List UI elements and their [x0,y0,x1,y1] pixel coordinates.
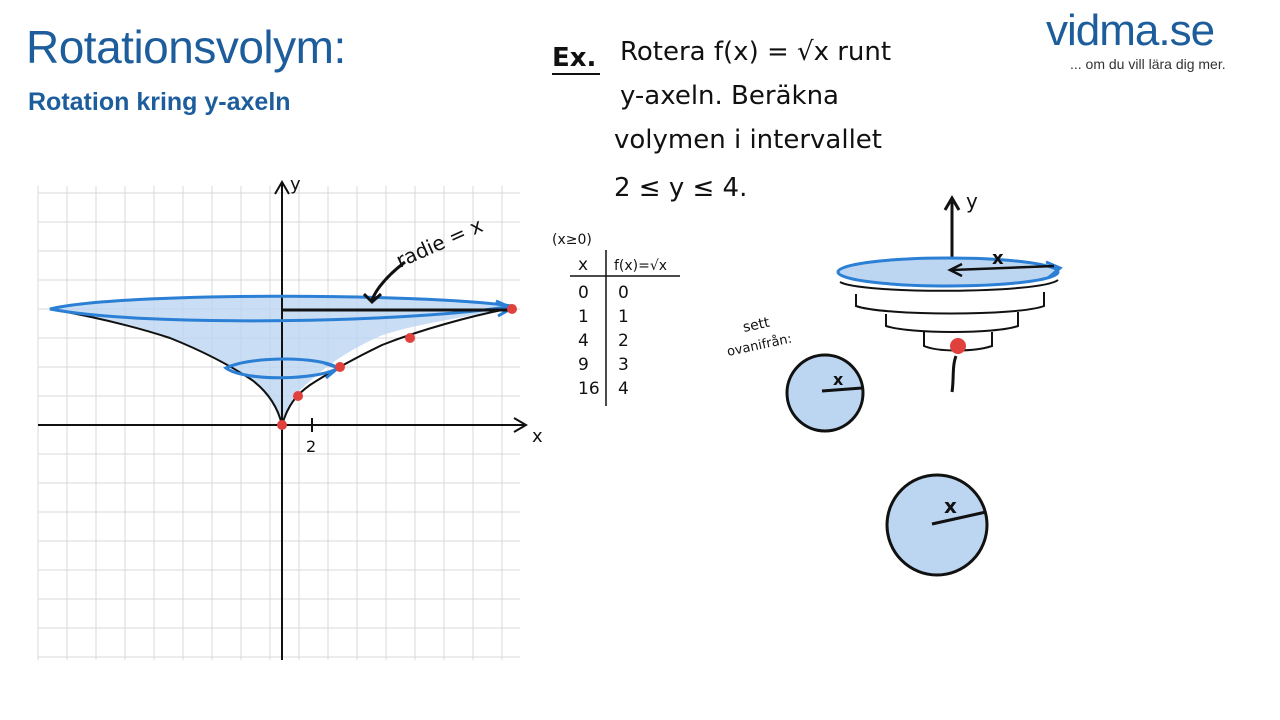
solid-layer-2 [855,292,1045,315]
table-cell-x: 4 [578,331,589,351]
point-9-3 [405,333,415,343]
table-rows: 0 0 1 1 4 2 9 3 16 4 [578,283,629,399]
table-cell-x: 0 [578,283,589,303]
graph-grid [37,186,520,660]
table-cell-f: 4 [618,379,629,399]
y-axis-label: y [290,174,301,195]
large-disk-label: x [944,494,957,518]
solid-radius-label: x [992,248,1004,269]
table-condition: (x≥0) [552,232,592,248]
table-cell-x: 1 [578,307,589,327]
solid-red-point [950,338,966,354]
radius-pointer-arrowhead [362,292,382,305]
small-disk-radius [821,386,863,393]
y-axis-arrowhead [274,180,290,195]
table-cell-x: 16 [578,379,600,399]
solid-lower-axis [950,355,958,393]
page-subtitle: Rotation kring y-axeln [28,88,291,116]
view-note-line-2: ovanifrån: [726,332,794,360]
solid-layer-1 [839,279,1059,292]
brand-logo: vidma.se [1046,6,1215,55]
table-header-x: x [578,255,588,275]
example-line-2: y-axeln. Beräkna [620,81,839,111]
x-axis-label: x [532,426,543,447]
solid-y-axis-arrowhead [943,195,961,211]
solid-axis-label: y [966,189,978,213]
example-lead: Ex. [552,43,596,73]
small-disk-label: x [833,370,844,389]
view-note-line-1: sett [742,315,772,336]
example-line-1: Rotera f(x) = √x runt [620,37,891,67]
large-disk [885,473,989,577]
point-1-1 [293,391,303,401]
solid-layer-3 [885,312,1019,333]
point-16-4 [507,304,517,314]
brand-tagline: ... om du vill lära dig mer. [1070,56,1226,72]
solid-radius-line [951,264,1055,272]
table-cell-f: 1 [618,307,629,327]
solid-radius-arrowhead [947,262,963,278]
example-line-4: 2 ≤ y ≤ 4. [614,173,747,203]
table-cell-f: 2 [618,331,629,351]
example-line-3: volymen i intervallet [614,125,882,155]
point-4-2 [335,362,345,372]
solid-top-disk-arrowhead [1045,260,1063,280]
table-cell-f: 0 [618,283,629,303]
point-0-0 [277,420,287,430]
page-title: Rotationsvolym: [26,21,346,73]
x-axis-arrowhead [513,417,528,433]
sqrt-curve-left [49,308,283,426]
table-cell-x: 9 [578,355,589,375]
x-tick-label: 2 [306,437,316,456]
table-cell-f: 3 [618,355,629,375]
small-disk [785,353,865,433]
large-disk-radius [931,510,987,526]
radius-pointer-arrow [370,260,406,301]
table-header-f: f(x)=√x [614,258,667,274]
solid-top-disk [836,256,1060,288]
